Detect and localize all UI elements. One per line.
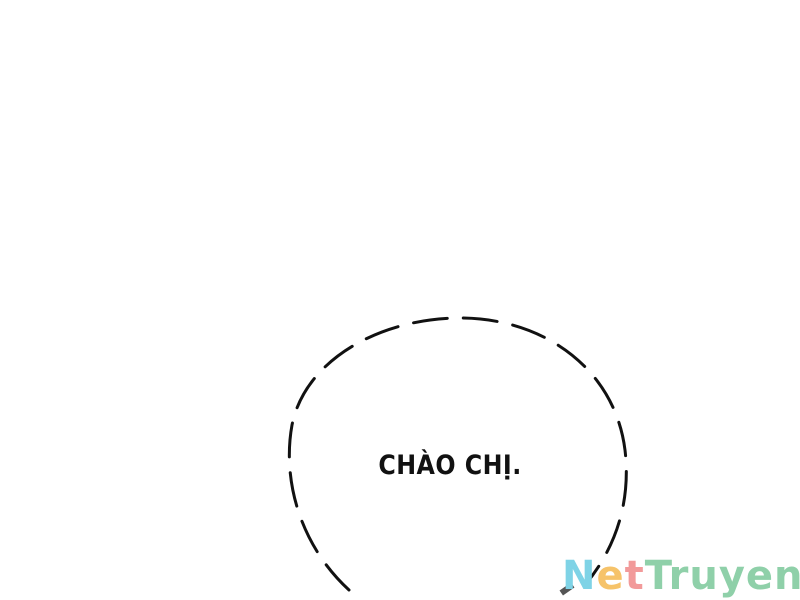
speech-text: CHÀO CHỊ.: [378, 450, 522, 481]
watermark-letter-t: t: [624, 553, 645, 599]
watermark-letter-e: e: [596, 553, 625, 599]
watermark-letter-n: N: [562, 553, 597, 599]
watermark-word-truyen: Truyen: [644, 553, 800, 599]
watermark-logo: NetTruyen: [562, 552, 800, 600]
